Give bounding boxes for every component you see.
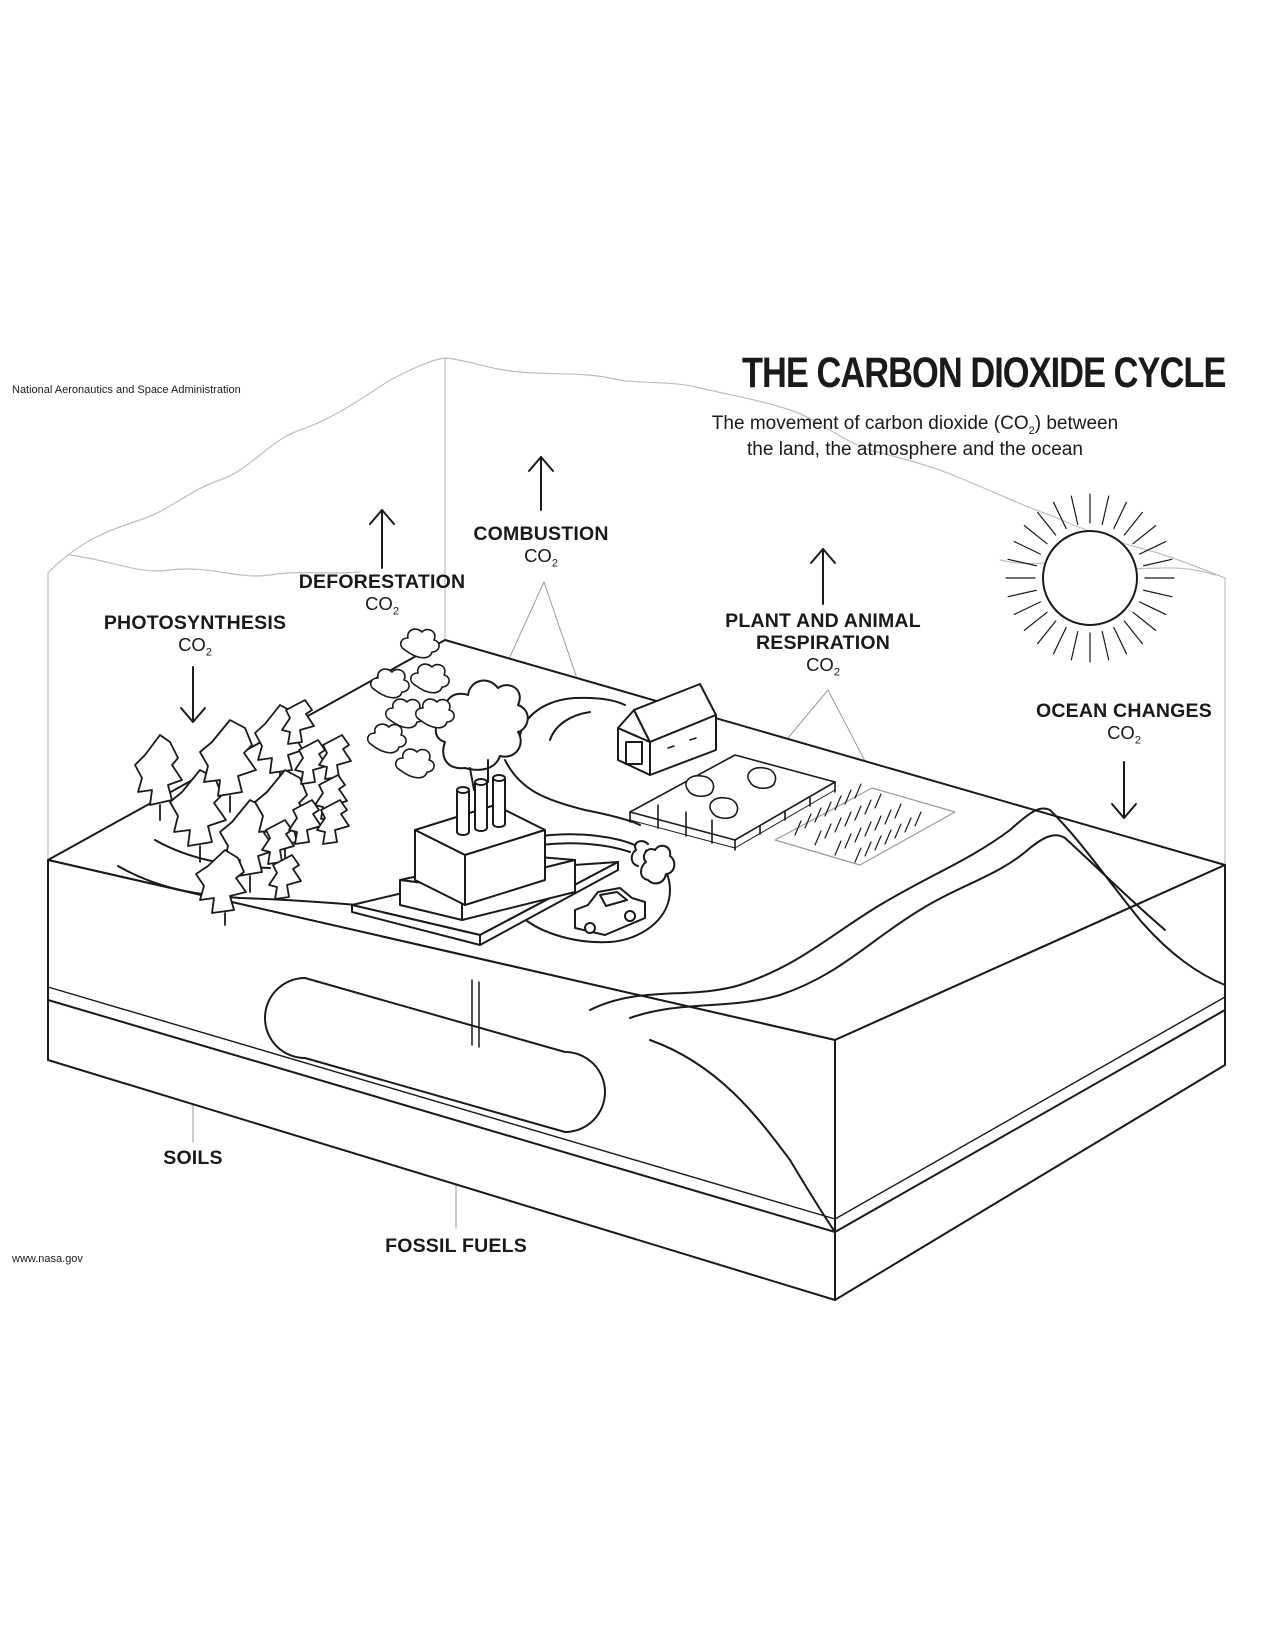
- website-url: www.nasa.gov: [12, 1253, 83, 1265]
- respiration-arrow: [810, 548, 836, 605]
- sun-ray: [1070, 495, 1079, 525]
- subtitle-part: ) between: [1034, 413, 1119, 434]
- process-name: RESPIRATION: [755, 631, 890, 654]
- process-name: COMBUSTION: [473, 523, 609, 545]
- barn: [617, 683, 717, 776]
- sun-ray: [1052, 626, 1067, 655]
- sun-ray: [1070, 631, 1079, 661]
- sun-ray: [1123, 620, 1143, 645]
- layer-name: SOILS: [163, 1147, 223, 1169]
- factory: [351, 774, 619, 946]
- smoke-cloud: [434, 679, 529, 791]
- car: [574, 887, 646, 936]
- sun-ray: [1143, 589, 1173, 598]
- sun-ray: [1013, 601, 1042, 616]
- co2-label: CO2: [806, 653, 840, 679]
- ocean-changes-label: OCEAN CHANGES CO2: [1014, 700, 1234, 747]
- subtitle-part: The movement of carbon dioxide (CO: [711, 413, 1029, 434]
- sun-ray: [1113, 626, 1128, 655]
- process-name: OCEAN CHANGES: [1036, 700, 1212, 722]
- agency-name: National Aeronautics and Space Administr…: [12, 384, 241, 396]
- sun-ray: [1052, 501, 1067, 530]
- sun-ray: [1013, 540, 1042, 555]
- forest: [134, 699, 352, 926]
- co2-label: CO2: [365, 592, 399, 618]
- sun-ray: [1138, 601, 1167, 616]
- sun-ray: [1123, 511, 1143, 536]
- sun-ray: [1007, 589, 1037, 598]
- bushes: [630, 840, 676, 885]
- crop-field: [774, 783, 956, 866]
- sun-ray: [1132, 525, 1157, 545]
- page-title: THE CARBON DIOXIDE CYCLE: [742, 349, 1226, 397]
- subtitle-sub: 2: [1028, 424, 1035, 437]
- sun-ray: [1143, 558, 1173, 567]
- photosynthesis-arrow: [180, 666, 206, 723]
- deforestation-label: DEFORESTATION CO2: [282, 571, 482, 618]
- sun-ray: [1132, 611, 1157, 631]
- cut-trees: [366, 628, 455, 779]
- subtitle-line2: the land, the atmosphere and the ocean: [747, 439, 1083, 461]
- process-name: PHOTOSYNTHESIS: [103, 612, 287, 634]
- animal-pen: [629, 754, 836, 851]
- sun-ray: [1101, 631, 1110, 661]
- pigs: [685, 766, 777, 820]
- deforestation-arrow: [369, 509, 395, 569]
- sun-ray: [1101, 495, 1110, 525]
- ocean-changes-arrow: [1111, 761, 1137, 819]
- ocean-section: [589, 807, 1226, 1233]
- sun-ray: [1023, 525, 1048, 545]
- sun-ray: [1037, 620, 1057, 645]
- photosynthesis-label: PHOTOSYNTHESIS CO2: [95, 612, 295, 659]
- process-name: PLANT AND ANIMAL: [725, 610, 921, 632]
- respiration-label: PLANT AND ANIMAL RESPIRATION CO2: [708, 610, 938, 679]
- layer-name: FOSSIL FUELS: [385, 1235, 527, 1257]
- fossil-fuel-deposit: [264, 977, 606, 1133]
- sun-ray: [1113, 501, 1128, 530]
- co2-label: CO2: [524, 544, 558, 570]
- soils-label: SOILS: [143, 1147, 243, 1170]
- sun-ray: [1007, 558, 1037, 567]
- co2-label: CO2: [1107, 721, 1141, 747]
- sun-icon: [1005, 493, 1175, 663]
- sun-ray: [1138, 540, 1167, 555]
- sun-ray: [1023, 611, 1048, 631]
- process-name: DEFORESTATION: [298, 571, 466, 593]
- sun-ray: [1037, 511, 1057, 536]
- combustion-arrow: [528, 456, 554, 511]
- page-subtitle: The movement of carbon dioxide (CO2) bet…: [690, 412, 1140, 461]
- co2-label: CO2: [178, 633, 212, 659]
- combustion-label: COMBUSTION CO2: [441, 523, 641, 570]
- fossil-fuels-label: FOSSIL FUELS: [366, 1235, 546, 1258]
